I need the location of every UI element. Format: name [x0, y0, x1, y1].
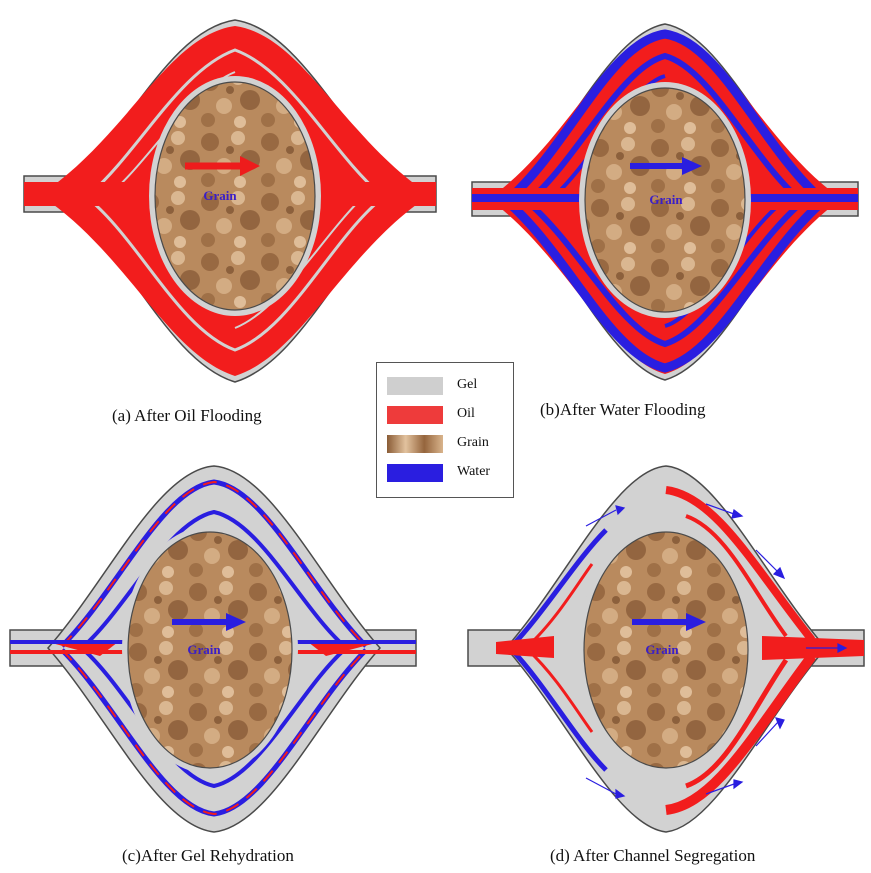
panel-b-water-flooding: Grain: [470, 16, 860, 386]
legend-label-grain: Grain: [457, 435, 489, 451]
panel-b-diagram: Grain: [470, 16, 860, 386]
panel-d-diagram: Grain: [466, 460, 866, 840]
panel-c-diagram: Grain: [8, 460, 420, 840]
grain-label: Grain: [649, 192, 683, 207]
panel-b-caption: (b)After Water Flooding: [540, 400, 705, 420]
grain-label: Grain: [645, 642, 679, 657]
legend-swatch-grain: [387, 435, 443, 453]
panel-c-caption: (c)After Gel Rehydration: [122, 846, 294, 866]
legend-label-oil: Oil: [457, 406, 475, 422]
legend-swatch-oil: [387, 406, 443, 424]
grain-label: Grain: [203, 188, 237, 203]
panel-a-diagram: Grain: [20, 10, 440, 390]
panel-a-caption: (a) After Oil Flooding: [112, 406, 262, 426]
grain-label: Grain: [187, 642, 221, 657]
legend-label-gel: Gel: [457, 377, 477, 393]
panel-c-gel-rehydration: Grain: [8, 460, 420, 840]
panel-d-caption: (d) After Channel Segregation: [550, 846, 755, 866]
legend-swatch-gel: [387, 377, 443, 395]
panel-a-oil-flooding: Grain: [20, 10, 440, 390]
panel-d-channel-segregation: Grain: [466, 460, 866, 840]
